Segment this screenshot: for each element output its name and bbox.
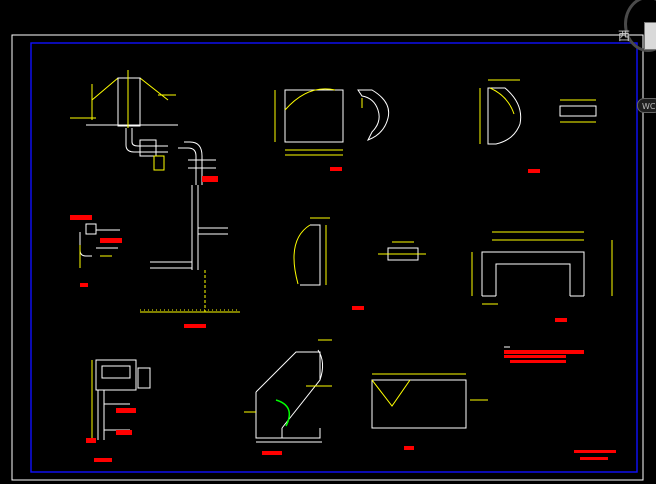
note-line: [504, 350, 584, 354]
label-block: [184, 324, 206, 328]
viewcube-widget[interactable]: 西: [618, 0, 656, 56]
d-bracket-detail[interactable]: [479, 79, 597, 145]
label-block: [86, 438, 96, 443]
title-block-line: [574, 450, 616, 453]
inner-frame: [30, 42, 638, 473]
label-block: [352, 306, 364, 310]
label-block: [116, 408, 136, 413]
note-line: [504, 355, 566, 358]
label-block: [202, 176, 218, 182]
note-line: [510, 360, 566, 363]
viewcube-west-label[interactable]: 西: [618, 29, 631, 43]
outer-frame: [11, 34, 644, 481]
label-block: [528, 169, 540, 173]
frame-section-detail[interactable]: [471, 231, 613, 305]
label-block: [94, 458, 112, 462]
small-bar-detail[interactable]: [378, 241, 426, 261]
quarter-plate-detail[interactable]: [293, 217, 330, 286]
label-block: [330, 167, 342, 171]
wcs-menu-button[interactable]: WC: [637, 98, 656, 113]
label-block: [100, 238, 122, 243]
viewcube-face[interactable]: [644, 22, 656, 50]
plate-detail[interactable]: [274, 88, 390, 156]
sloped-section-detail[interactable]: [371, 373, 488, 429]
label-block: [116, 430, 132, 435]
label-block: [404, 446, 414, 450]
label-block: [70, 215, 92, 220]
label-block: [555, 318, 567, 322]
pipe-anchor-detail[interactable]: [70, 70, 240, 313]
label-block: [262, 451, 282, 455]
label-block: [80, 283, 88, 287]
title-block-line: [580, 457, 608, 460]
trough-3d-detail[interactable]: [244, 339, 332, 443]
viewcube-compass-ring[interactable]: [624, 0, 656, 52]
bracket-box-detail[interactable]: [91, 359, 151, 440]
clamp-detail[interactable]: [79, 223, 120, 268]
